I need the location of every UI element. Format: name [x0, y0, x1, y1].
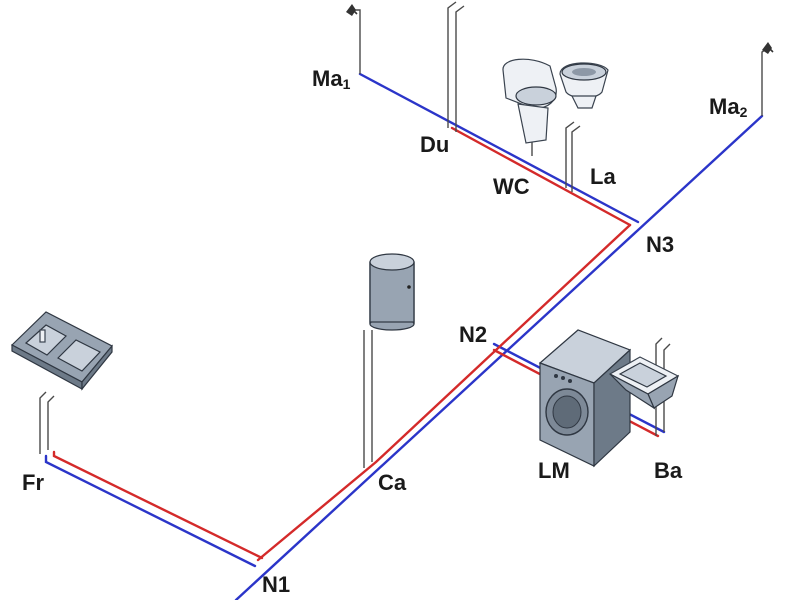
label-n3: N3	[646, 232, 674, 257]
riser-du-b	[455, 5, 465, 132]
cold-pipe-main	[234, 114, 764, 600]
hot-pipe-main	[256, 223, 632, 562]
label-ma2: Ma2	[709, 94, 748, 120]
riser-du-a	[447, 1, 457, 128]
kitchen-sink-icon	[10, 311, 113, 391]
toilet-icon	[502, 58, 557, 144]
riser-fr-a	[39, 391, 47, 454]
bidet-icon	[559, 62, 609, 109]
label-fr: Fr	[22, 470, 44, 495]
label-ba: Ba	[654, 458, 683, 483]
pipe-network	[44, 72, 764, 600]
washing-machine-icon	[538, 329, 632, 468]
label-du: Du	[420, 132, 449, 157]
water-heater-icon	[369, 253, 415, 331]
riser-la-b	[571, 125, 581, 192]
riser-fr-b	[47, 395, 55, 450]
hot-pipe-bath	[450, 126, 632, 227]
faucet-icon-ma1	[346, 4, 358, 16]
cold-pipe-bath	[358, 72, 640, 224]
cold-pipe-kitchen	[44, 454, 257, 568]
label-n1: N1	[262, 572, 290, 597]
label-ma1: Ma1	[312, 66, 351, 92]
label-ca: Ca	[378, 470, 407, 495]
riser-ma1	[350, 9, 361, 74]
label-lm: LM	[538, 458, 570, 483]
label-n2: N2	[459, 322, 487, 347]
basin-icon	[608, 356, 680, 410]
label-la: La	[590, 164, 616, 189]
hot-pipe-kitchen	[52, 450, 264, 560]
riser-la-a	[565, 121, 575, 188]
labels: Ma1 Du WC La Ma2 N3 N2 Fr Ca LM Ba N1	[22, 66, 748, 597]
riser-ma2	[761, 47, 769, 116]
faucet-icon-ma2	[762, 42, 774, 54]
riser-ba-b	[663, 343, 671, 432]
label-wc: WC	[493, 174, 530, 199]
